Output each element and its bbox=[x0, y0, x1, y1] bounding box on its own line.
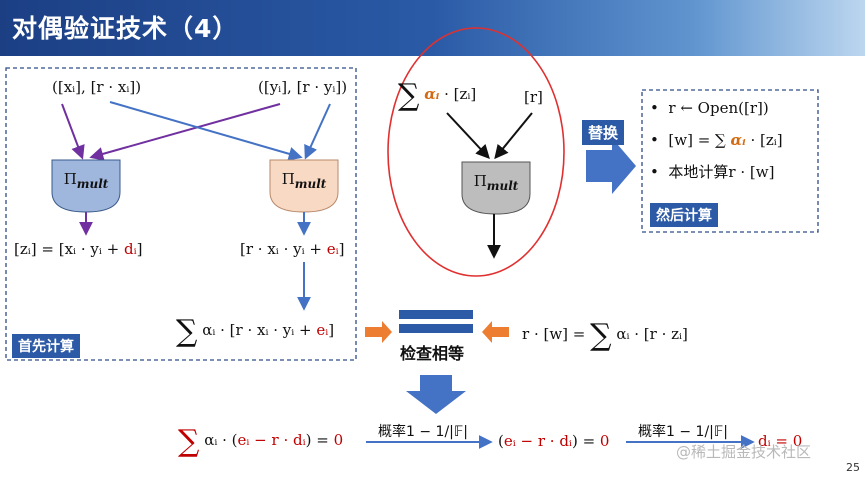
middle-r: [r] bbox=[524, 88, 543, 106]
replace-arrow bbox=[586, 138, 636, 194]
gate-1-pi: Π bbox=[63, 170, 77, 188]
middle-sum-z: ∑ αᵢ · [zᵢ] bbox=[398, 78, 476, 113]
replace-label: 替换 bbox=[582, 120, 625, 145]
output-z-prefix: [zᵢ] = [xᵢ · yᵢ + bbox=[14, 240, 124, 258]
sum-e: eᵢ bbox=[316, 321, 329, 339]
output-rxy-e: eᵢ bbox=[326, 240, 339, 258]
bullet-2: • bbox=[650, 131, 659, 149]
page-number: 25 bbox=[846, 461, 860, 474]
sum-sigma-1: ∑ bbox=[176, 314, 198, 349]
bottom-eq-1-zero: 0 bbox=[333, 431, 344, 449]
prob-label-2: 概率1 − 1/|𝔽| bbox=[638, 424, 729, 440]
arrow-rx-to-gate2 bbox=[109, 101, 303, 161]
prob-label-1: 概率1 − 1/|𝔽| bbox=[378, 424, 469, 440]
right-item-1: • r ← Open([r]) bbox=[650, 98, 814, 130]
sum-sigma-2: ∑ bbox=[398, 78, 420, 113]
right-item-2-prefix: [w] = ∑ bbox=[668, 131, 731, 149]
gate-2-pi: Π bbox=[281, 170, 295, 188]
sum-sigma-3: ∑ bbox=[590, 318, 612, 353]
arrow-r-to-gate3 bbox=[494, 112, 533, 160]
input-x-pair: ([xᵢ], [r · xᵢ]) bbox=[52, 78, 142, 96]
gate-3-label: Πmult bbox=[462, 172, 530, 193]
orange-arrow-right bbox=[482, 321, 509, 343]
mult-gate-3 bbox=[461, 161, 531, 215]
right-item-3: • 本地计算r · [w] bbox=[650, 162, 814, 194]
bottom-eq-1-prefix: αᵢ · ( bbox=[204, 431, 238, 449]
right-item-2-suffix: · [zᵢ] bbox=[745, 131, 783, 149]
bottom-eq-1: ∑ αᵢ · (eᵢ − r · dᵢ) = 0 bbox=[178, 424, 343, 459]
equality-bar-top bbox=[399, 310, 473, 319]
orange-arrow-left bbox=[365, 321, 392, 343]
bottom-eq-2-zero: 0 bbox=[599, 432, 610, 450]
right-item-1-text: r ← Open([r]) bbox=[668, 99, 769, 117]
gate-1-label: Πmult bbox=[52, 170, 120, 191]
sum-expression: ∑ αᵢ · [r · xᵢ · yᵢ + eᵢ] bbox=[176, 314, 334, 349]
input-y-pair: ([yᵢ], [r · yᵢ]) bbox=[258, 78, 348, 96]
middle-alpha: αᵢ bbox=[424, 85, 440, 103]
highlight-ellipse bbox=[387, 27, 565, 277]
bottom-eq-1-red: eᵢ − r · dᵢ bbox=[237, 431, 306, 449]
then-compute-tag: 然后计算 bbox=[650, 203, 718, 227]
watermark: @稀土掘金技术社区 bbox=[676, 443, 812, 461]
bottom-eq-2-prefix: ( bbox=[498, 432, 504, 450]
gate-2-label: Πmult bbox=[270, 170, 338, 191]
right-panel-box bbox=[641, 89, 819, 233]
check-right-expression: r · [w] = ∑ αᵢ · [r · zᵢ] bbox=[522, 318, 688, 353]
right-item-2-alpha: αᵢ bbox=[730, 131, 746, 149]
gate-3-sub: mult bbox=[486, 179, 519, 193]
right-item-2: • [w] = ∑ αᵢ · [zᵢ] bbox=[650, 130, 814, 162]
output-z-suffix: ] bbox=[136, 240, 143, 258]
bottom-eq-2: (eᵢ − r · dᵢ) = 0 bbox=[498, 432, 609, 450]
bottom-eq-2-suffix: ) = bbox=[571, 432, 600, 450]
bullet-3: • bbox=[650, 163, 659, 181]
left-panel-box bbox=[5, 67, 357, 361]
check-equal-label: 检查相等 bbox=[400, 344, 465, 363]
check-right-prefix: r · [w] = bbox=[522, 325, 591, 343]
mult-gate-1 bbox=[51, 159, 121, 213]
arrow-x-to-gate1 bbox=[61, 103, 85, 160]
page-title: 对偶验证技术（4） bbox=[12, 14, 239, 43]
first-compute-tag: 首先计算 bbox=[12, 334, 80, 358]
bottom-eq-2-red: eᵢ − r · dᵢ bbox=[503, 432, 572, 450]
bottom-eq-1-suffix: ) = bbox=[305, 431, 334, 449]
output-rxy: [r · xᵢ · yᵢ + eᵢ] bbox=[240, 240, 344, 258]
output-rxy-prefix: [r · xᵢ · yᵢ + bbox=[240, 240, 327, 258]
sum-suffix: ] bbox=[328, 321, 335, 339]
gate-1-sub: mult bbox=[76, 177, 109, 191]
output-rxy-suffix: ] bbox=[338, 240, 345, 258]
down-arrow bbox=[406, 375, 466, 414]
bullet-1: • bbox=[650, 99, 659, 117]
bottom-eq-3: dᵢ = 0 bbox=[758, 432, 803, 450]
mult-gate-2 bbox=[269, 159, 339, 213]
right-panel-list: • r ← Open([r]) • [w] = ∑ αᵢ · [zᵢ] • 本地… bbox=[650, 98, 814, 194]
check-right-suffix: αᵢ · [r · zᵢ] bbox=[616, 325, 688, 343]
arrow-ry-to-gate2 bbox=[304, 103, 331, 160]
sum-sigma-4: ∑ bbox=[178, 424, 200, 459]
output-z: [zᵢ] = [xᵢ · yᵢ + dᵢ] bbox=[14, 240, 142, 258]
right-item-3-text: 本地计算r · [w] bbox=[668, 163, 775, 181]
output-z-d: dᵢ bbox=[123, 240, 137, 258]
gate-2-sub: mult bbox=[294, 177, 327, 191]
gate-3-pi: Π bbox=[473, 172, 487, 190]
sum-prefix: αᵢ · [r · xᵢ · yᵢ + bbox=[202, 321, 317, 339]
arrow-sum-to-gate3 bbox=[446, 112, 490, 160]
header-bar bbox=[0, 0, 865, 56]
equality-bar-bottom bbox=[399, 324, 473, 333]
arrow-y-to-gate1 bbox=[89, 103, 281, 161]
middle-z: · [zᵢ] bbox=[439, 85, 477, 103]
